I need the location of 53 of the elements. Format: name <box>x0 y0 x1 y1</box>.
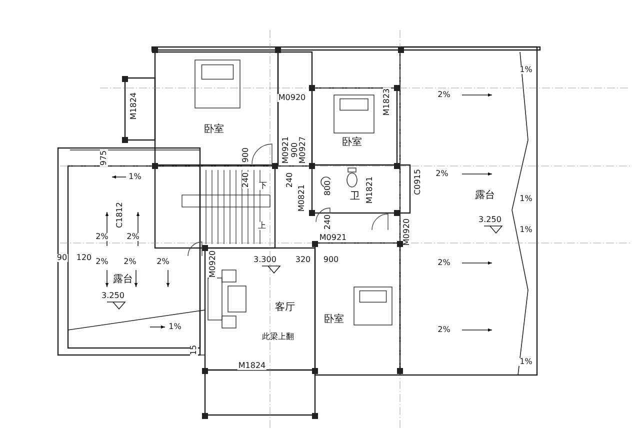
window-code: C0915 <box>414 168 422 196</box>
door-code: M1823 <box>383 87 391 117</box>
room-name: 露台 <box>112 275 134 285</box>
door-code: M0920 <box>403 217 411 247</box>
elevation-text: 3.250 <box>100 292 126 300</box>
note-text: 此梁上翻 <box>261 333 295 341</box>
slope-text: 1% <box>128 173 142 181</box>
elevation-text: 3.250 <box>478 216 502 224</box>
slope-text: 2% <box>434 170 450 178</box>
dimension-text: 120 <box>75 254 93 262</box>
room-name: 卧室 <box>341 138 363 148</box>
dimension-text: 975 <box>100 149 108 167</box>
slope-text: 2% <box>436 91 452 99</box>
dimension-text: 900 <box>242 146 250 164</box>
door-code: M0927 <box>299 135 307 165</box>
slope-text: 2% <box>436 326 452 334</box>
stair-direction-text: 上 <box>257 222 267 230</box>
room-name: 客厅 <box>274 303 296 313</box>
door-code: M0821 <box>298 183 306 213</box>
slope-text: 2% <box>94 233 110 241</box>
door-code: M1821 <box>366 175 374 205</box>
dimension-text: 800 <box>324 179 332 197</box>
slope-text: 2% <box>122 258 138 266</box>
dimension-text: 240 <box>324 213 332 231</box>
slope-text: 1% <box>518 226 534 234</box>
door-code: M0921 <box>282 135 290 165</box>
dimension-text: 900 <box>291 141 299 159</box>
slope-text: 2% <box>156 258 170 266</box>
room-name: 卫 <box>349 192 361 202</box>
slope-text: 1% <box>518 66 534 74</box>
slope-text: 2% <box>436 259 452 267</box>
slope-text: 1% <box>518 195 534 203</box>
dimension-text: 90 <box>56 254 68 262</box>
room-name: 卧室 <box>323 315 345 325</box>
door-code: M1824 <box>237 362 267 370</box>
room-name: 卧室 <box>203 125 225 135</box>
dimension-text: 240 <box>242 171 250 189</box>
stair-direction-text: 下 <box>258 182 268 190</box>
dimension-text: 900 <box>322 256 340 264</box>
slope-text: 2% <box>94 258 110 266</box>
slope-text: 1% <box>518 358 534 366</box>
door-code: M1824 <box>130 91 138 121</box>
slope-text: 1% <box>168 323 182 331</box>
door-code: M0921 <box>318 234 348 242</box>
door-code: M0920 <box>277 94 307 102</box>
dimension-text: 15 <box>190 344 198 356</box>
dimension-text: 320 <box>294 256 312 264</box>
dimension-text: 240 <box>286 171 294 189</box>
elevation-text: 3.300 <box>252 256 278 264</box>
room-name: 露台 <box>474 191 496 201</box>
window-code: C1812 <box>116 201 124 229</box>
slope-text: 2% <box>126 233 140 241</box>
door-code: M0920 <box>209 249 217 279</box>
